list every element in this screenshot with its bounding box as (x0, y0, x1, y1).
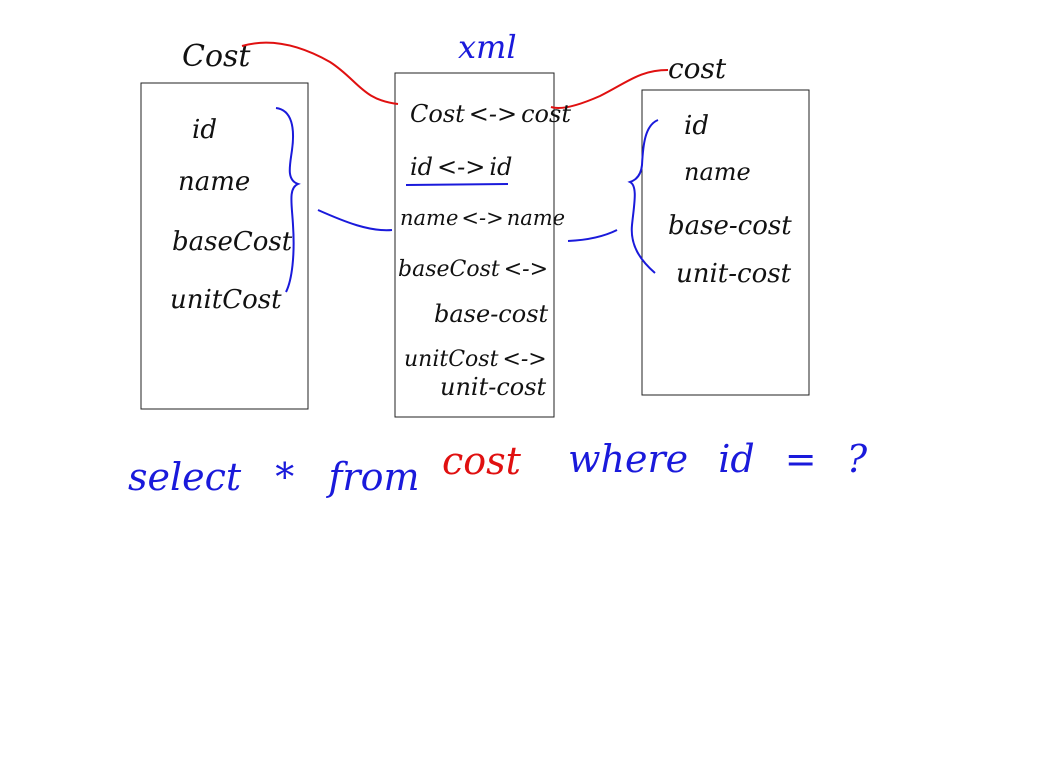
right-table-box (641, 89, 810, 396)
arrow-from-right (567, 229, 618, 242)
left-field-name: name (178, 167, 250, 197)
mapping-basecost: baseCost<-> (398, 257, 548, 282)
xml-title: xml (458, 28, 517, 66)
right-box-title: cost (668, 52, 727, 85)
xml-mapping-box (394, 72, 555, 418)
query-table-name: cost (442, 439, 522, 483)
query-select-from: select * from (128, 455, 419, 499)
id-underline (405, 183, 509, 186)
right-field-name: name (684, 158, 751, 186)
right-brace (627, 119, 659, 274)
arrow-to-left (317, 209, 393, 232)
red-connector-left (241, 41, 399, 105)
red-connector-right (550, 69, 669, 110)
left-field-unitcost: unitCost (170, 285, 282, 315)
right-field-unit-cost: unit-cost (676, 259, 792, 289)
right-field-id: id (684, 111, 709, 141)
left-field-basecost: baseCost (172, 227, 293, 257)
left-entity-box (140, 82, 309, 410)
left-box-title: Cost (182, 39, 251, 74)
mapping-basecost-target: base-cost (434, 300, 549, 328)
query-where-clause: where id = ? (568, 437, 868, 481)
left-brace (275, 107, 301, 293)
mapping-name: name<->name (400, 206, 565, 230)
mapping-unitcost-target: unit-cost (440, 373, 547, 401)
mapping-id: id<->id (410, 153, 512, 181)
left-field-id: id (192, 115, 217, 145)
mapping-unitcost: unitCost<-> (404, 347, 547, 372)
mapping-cost: Cost<->cost (410, 100, 571, 128)
right-field-base-cost: base-cost (668, 211, 792, 241)
